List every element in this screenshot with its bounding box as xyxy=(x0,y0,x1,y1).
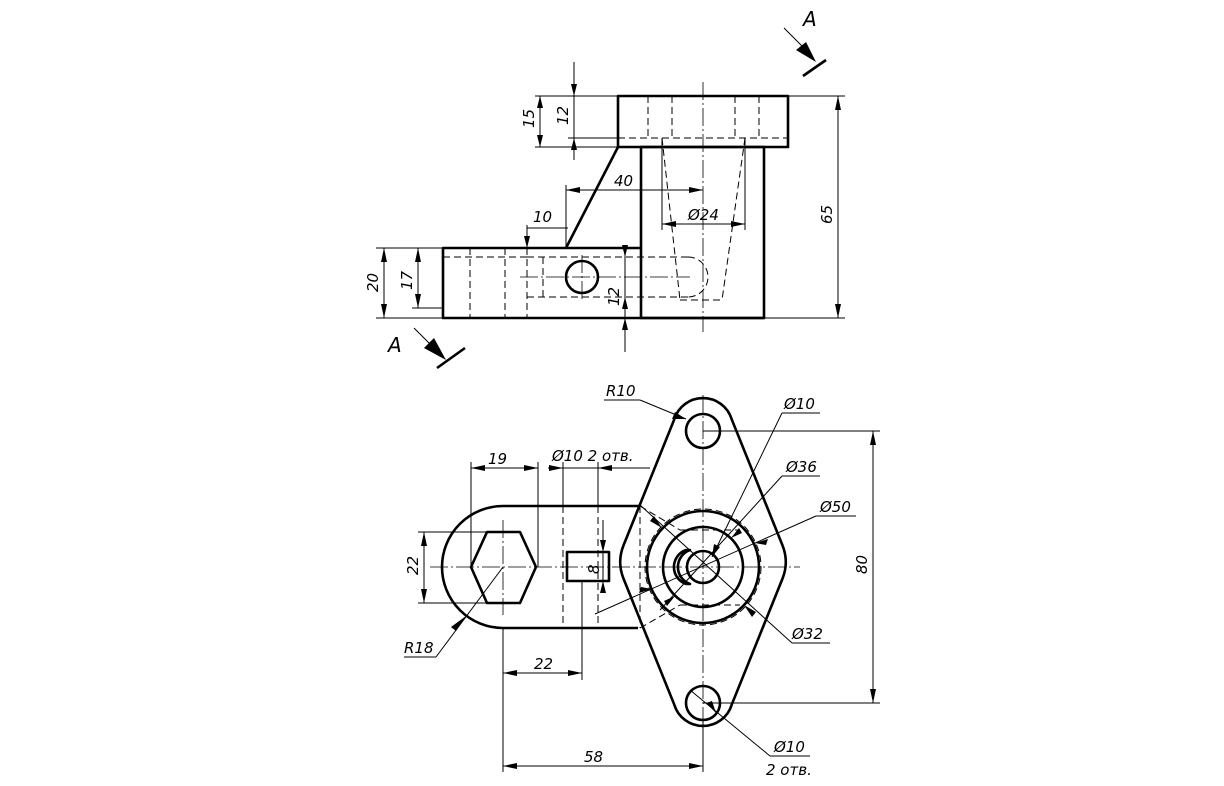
hex-nut xyxy=(469,530,538,605)
dim-8: 8 xyxy=(585,564,603,574)
section-mark-top: A xyxy=(783,7,827,78)
dim-17: 17 xyxy=(398,270,416,290)
dim-19: 19 xyxy=(488,450,507,468)
dim-d50: Ø50 xyxy=(819,498,851,516)
column-outline xyxy=(639,145,766,320)
dim-d24: Ø24 xyxy=(687,206,719,224)
dim-12-top: 12 xyxy=(554,106,572,125)
dim-65: 65 xyxy=(818,205,836,224)
dim-r18: R18 xyxy=(404,639,434,657)
dim-20: 20 xyxy=(364,273,382,292)
section-label-bottom: A xyxy=(386,333,402,357)
dim-d36: Ø36 xyxy=(785,458,817,476)
dim-22-bottom: 22 xyxy=(534,655,553,673)
top-view: 19 Ø10 2 отв. 22 8 R18 22 xyxy=(404,382,880,779)
diamond-flange-outline xyxy=(619,396,787,728)
dim-22-left: 22 xyxy=(404,556,422,575)
dim-10: 10 xyxy=(533,208,552,226)
dim-15: 15 xyxy=(520,109,538,128)
section-label-top: A xyxy=(801,7,817,31)
dim-40: 40 xyxy=(614,172,633,190)
front-view: 15 12 65 40 Ø24 10 xyxy=(364,62,845,352)
base-outline xyxy=(441,246,764,320)
dim-58: 58 xyxy=(584,748,603,766)
dim-2-holes: 2 отв. xyxy=(766,761,812,779)
section-mark-bottom: A xyxy=(386,327,466,370)
dim-d10-2holes: Ø10 2 отв. xyxy=(551,447,634,465)
slot-rect xyxy=(565,550,611,583)
rib-edge xyxy=(564,146,620,249)
dim-r10: R10 xyxy=(606,382,636,400)
dim-d10-bottom: Ø10 xyxy=(773,738,805,756)
dim-d10-top: Ø10 xyxy=(783,395,815,413)
dim-d32: Ø32 xyxy=(791,625,823,643)
dim-12-slot: 12 xyxy=(605,287,623,306)
dim-80: 80 xyxy=(853,555,871,574)
